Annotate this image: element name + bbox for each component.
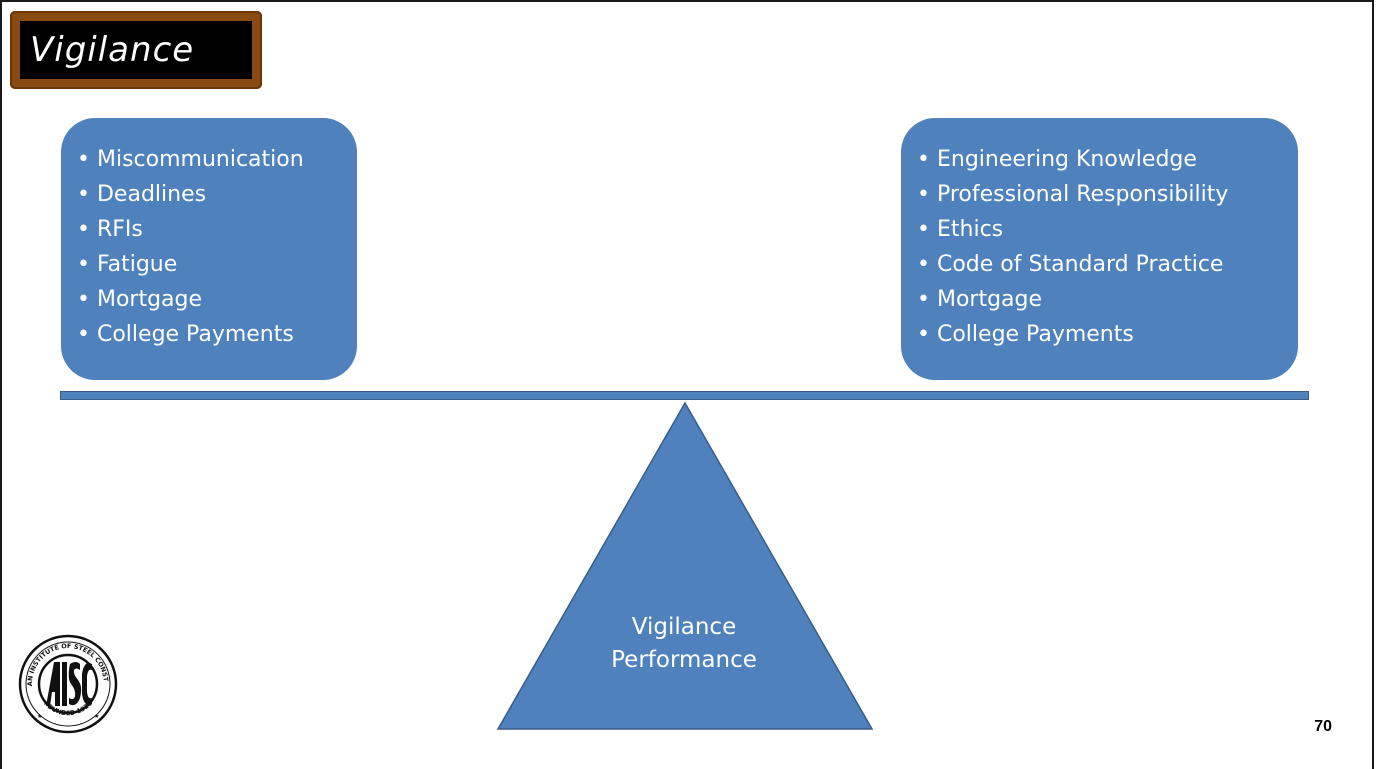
title-board: Vigilance (10, 11, 262, 89)
right-item-college-payments: College Payments (917, 317, 1298, 352)
left-item-fatigue: Fatigue (77, 247, 357, 282)
fulcrum-label-line2: Performance (611, 647, 757, 673)
fulcrum-label: Vigilance Performance (584, 611, 784, 677)
right-item-mortgage: Mortgage (917, 282, 1298, 317)
left-item-miscommunication: Miscommunication (77, 142, 357, 177)
left-item-college-payments: College Payments (77, 317, 357, 352)
balance-beam (60, 391, 1309, 400)
aisc-seal-logo: AMERICAN INSTITUTE OF STEEL CONSTRUCTION… (18, 634, 118, 734)
fulcrum-label-line1: Vigilance (631, 614, 737, 640)
right-item-engineering-knowledge: Engineering Knowledge (917, 142, 1298, 177)
right-item-ethics: Ethics (917, 212, 1298, 247)
left-item-rfis: RFIs (77, 212, 357, 247)
fulcrum-triangle (496, 401, 874, 730)
left-item-mortgage: Mortgage (77, 282, 357, 317)
right-item-code-of-standard-practice: Code of Standard Practice (917, 247, 1298, 282)
left-factors-list: Miscommunication Deadlines RFIs Fatigue … (77, 142, 357, 352)
slide-title: Vigilance (20, 21, 252, 79)
left-item-deadlines: Deadlines (77, 177, 357, 212)
right-item-professional-responsibility: Professional Responsibility (917, 177, 1298, 212)
svg-text:★: ★ (94, 713, 99, 720)
svg-text:★: ★ (37, 713, 42, 720)
right-factors-box: Engineering Knowledge Professional Respo… (901, 118, 1298, 380)
page-number: 70 (1314, 718, 1332, 735)
left-factors-box: Miscommunication Deadlines RFIs Fatigue … (61, 118, 357, 380)
right-factors-list: Engineering Knowledge Professional Respo… (917, 142, 1298, 352)
